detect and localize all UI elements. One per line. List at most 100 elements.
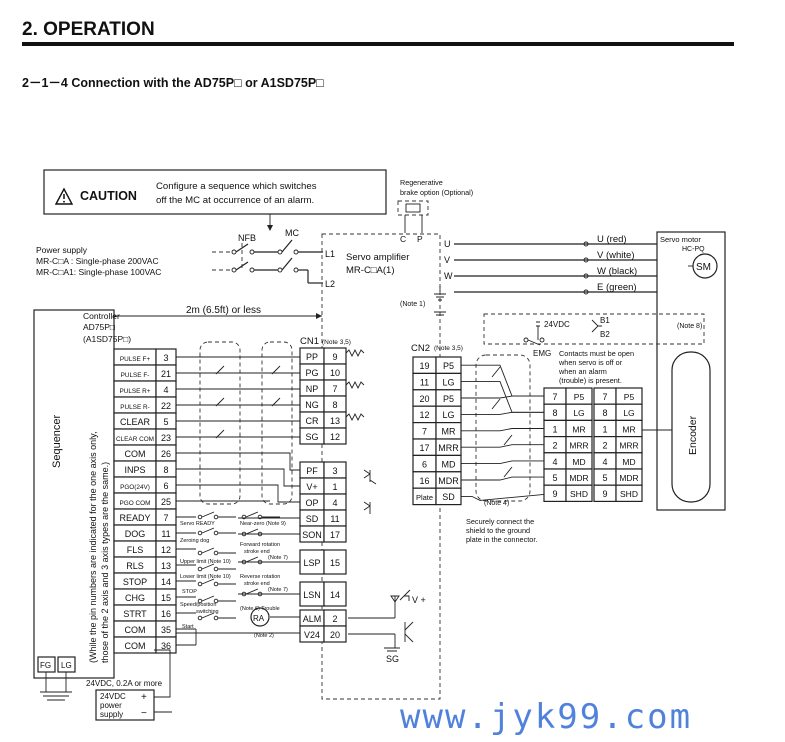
controller-pin-number: 23 (161, 433, 171, 443)
cn1-signal-label: LSN (303, 590, 321, 600)
encoder-connector-signal: MDR (569, 473, 588, 483)
upper-limit-label: Upper limit (Note 10) (180, 559, 231, 565)
cn2-pin-number: 20 (419, 394, 429, 404)
dc-supply-line-1: 24VDC (100, 692, 126, 701)
cn2-signal-label: P5 (443, 394, 454, 404)
cn2-pin-number: Plate (416, 493, 433, 502)
caution-box: CAUTION Configure a sequence which switc… (43, 169, 387, 215)
note-7a-label: (Note 7) (268, 555, 288, 561)
contact-blade (201, 595, 215, 602)
reverse-rotation-label: Reverse rotation (240, 574, 280, 580)
contact-point (213, 530, 219, 536)
cn1-pin-number: 13 (330, 416, 340, 426)
cn1-signal-label: V+ (306, 482, 317, 492)
note-6-label: (Note 6) Trouble (240, 606, 280, 612)
cn2-pin-number: 19 (419, 361, 429, 371)
motor-wire-e: E (green) (597, 282, 637, 293)
encoder-connector-pin-number: 7 (552, 392, 557, 402)
controller-pin-number: 21 (161, 369, 171, 379)
encoder-connector-signal: MRR (569, 441, 588, 451)
nfb-breaker (231, 243, 255, 273)
nfb-label: NFB (238, 233, 256, 243)
controller-signal-label: CLEAR (120, 417, 151, 427)
cn1-note: (Note 3,5) (322, 339, 351, 346)
vplus-label: V + (412, 595, 426, 605)
servo-amplifier-title: Servo amplifier (346, 252, 409, 263)
controller-signal-label: PGO(24V) (120, 484, 150, 491)
controller-pin-number: 15 (161, 593, 171, 603)
controller-cn1-wires (176, 356, 300, 646)
cn1-pin-number: 9 (332, 352, 337, 362)
lg-terminal (57, 656, 76, 673)
regen-terminal-p: P (417, 234, 423, 244)
twist-mark (215, 429, 225, 439)
cn1-signal-label: ALM (303, 614, 322, 624)
cn2-title: CN2 (411, 343, 430, 354)
power-supply-title: Power supply (36, 245, 88, 255)
cn1-signal-label: CR (306, 416, 319, 426)
lg-label: LG (61, 661, 72, 670)
controller-pin-number: 22 (161, 401, 171, 411)
cn2-signal-label: MDR (438, 476, 459, 486)
contact-blade (201, 563, 215, 570)
encoder-connector-signal: MD (572, 457, 585, 467)
distance-label: 2m (6.5ft) or less (186, 305, 261, 316)
contact-point (197, 598, 203, 604)
controller-signal-label: INPS (124, 465, 145, 475)
header-rule (22, 42, 734, 46)
controller-signal-label: RLS (126, 561, 144, 571)
section-title: 2. OPERATION (22, 19, 155, 40)
note-8-label: (Note 8) (677, 323, 702, 330)
cn2-signal-label: LG (442, 377, 454, 387)
switching-label: switching (196, 609, 219, 615)
controller-signal-label: COM (125, 449, 146, 459)
note-7b-label: (Note 7) (268, 587, 288, 593)
controller-note-line-2: those of the 2 axis and 3 axis types are… (100, 462, 110, 663)
cn2-signal-label: MRR (438, 443, 459, 453)
motor-wire-u: U (red) (597, 234, 627, 245)
power-supply-line-2: MR-C□A1: Single-phase 100VAC (36, 267, 161, 277)
cn1-pin-number: 20 (330, 630, 340, 640)
controller-label-1: Controller (83, 311, 120, 321)
encoder-connector-pin-number: 9 (552, 489, 557, 499)
controller-pin-number: 6 (163, 481, 168, 491)
encoder-connector-pin-number: 8 (552, 408, 557, 418)
controller-signal-label: PULSE F+ (120, 356, 151, 363)
terminal-w: W (444, 271, 453, 281)
watermark: www.jyk99.com (400, 697, 692, 737)
encoder-connector-pin-number: 2 (552, 441, 557, 451)
twist-mark (271, 365, 281, 375)
cn1-signal-label: NP (306, 384, 319, 394)
controller-pin-number: 11 (161, 529, 170, 539)
stroke-end-label: stroke end (244, 549, 270, 555)
encoder-wire (461, 444, 544, 448)
controller-pin-number: 35 (161, 625, 171, 635)
dc-supply-line-3: supply (100, 710, 123, 719)
encoder-wire (461, 476, 544, 481)
note-2-label: (Note 2) (254, 633, 274, 639)
contact-point (257, 559, 263, 565)
contact-point (241, 514, 247, 520)
servo-motor-sm: SM (696, 262, 711, 273)
contact-blade (245, 588, 259, 595)
dc-supply-rating: 24VDC, 0.2A or more (86, 679, 163, 688)
controller-signal-label: PGO COM (120, 500, 151, 507)
twist-mark (491, 398, 501, 410)
contact-point (241, 531, 247, 537)
encoder-wire (461, 381, 544, 413)
warning-triangle-icon (54, 187, 74, 205)
cn1-pin-number: 12 (330, 432, 340, 442)
contact-point (197, 581, 203, 587)
contact-point (213, 598, 219, 604)
near-zero-label: Near-zero (Note 9) (240, 521, 286, 527)
cn1-signal-label: SG (305, 432, 318, 442)
controller-signal-label: DOG (125, 529, 146, 539)
controller-signal-label: STRT (123, 609, 147, 619)
regen-resistor (405, 203, 421, 213)
encoder-connector-signal: MDR (619, 473, 638, 483)
twist-mark (215, 397, 225, 407)
forward-rotation-label: Forward rotation (240, 542, 280, 548)
brake-b1: B1 (600, 316, 610, 325)
